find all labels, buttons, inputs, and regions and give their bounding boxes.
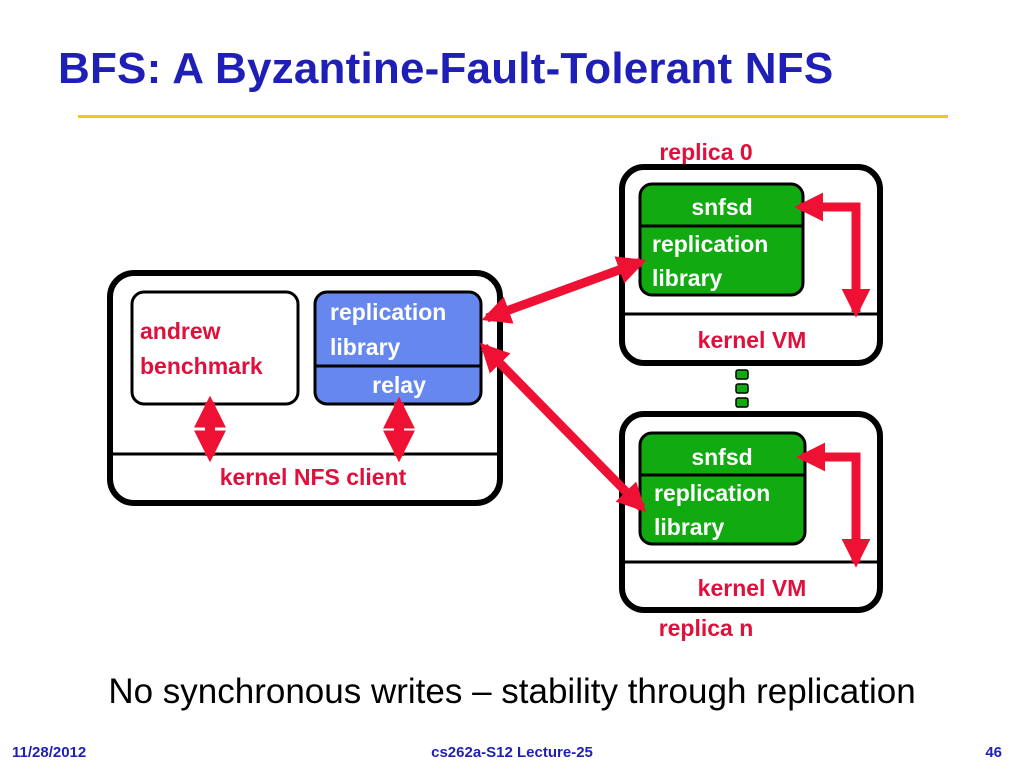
client-replica-n-arrow [479,342,647,513]
client-machine: andrew benchmark replication library rel… [107,270,503,506]
footer-course: cs262a-S12 Lecture-25 [431,744,593,761]
arrows [193,192,871,568]
replica-ellipsis [735,369,749,408]
replica-n-kernel-vm-label: kernel VM [698,575,807,601]
title-rule [78,115,948,118]
andrew-benchmark-label-line2: benchmark [140,353,263,379]
replica-0-library-label-line1: replication [652,231,768,257]
replica-n-library-label-line2: library [654,514,725,540]
footer-date: 11/28/2012 [12,744,87,761]
client-library-label-line2: library [330,334,401,360]
replica-0-label: replica 0 [659,139,752,165]
kernel-nfs-client-label: kernel NFS client [220,464,407,490]
replica-n-snfsd-label: snfsd [691,444,752,470]
replica-0-kernel-vm-label: kernel VM [698,327,807,353]
client-replica-0-arrow [481,256,647,324]
replica-n-snfsd-kernel-arrow [796,442,871,568]
replica-0: replica 0 snfsd replication library kern… [619,139,883,366]
andrew-benchmark-label-line1: andrew [140,318,221,344]
replica-0-library-label-line2: library [652,265,723,291]
slide-caption: No synchronous writes – stability throug… [108,672,916,711]
replica-n: snfsd replication library kernel VM repl… [619,411,883,641]
replica-n-library-label-line1: replication [654,480,770,506]
slide-title: BFS: A Byzantine-Fault-Tolerant NFS [58,44,834,93]
replica-0-snfsd-kernel-arrow [794,192,871,318]
footer-page-number: 46 [985,744,1002,761]
relay-label: relay [372,372,426,398]
client-library-label-line1: replication [330,299,446,325]
replica-n-label: replica n [659,615,754,641]
andrew-benchmark-box [130,290,300,406]
replica-0-snfsd-label: snfsd [691,194,752,220]
